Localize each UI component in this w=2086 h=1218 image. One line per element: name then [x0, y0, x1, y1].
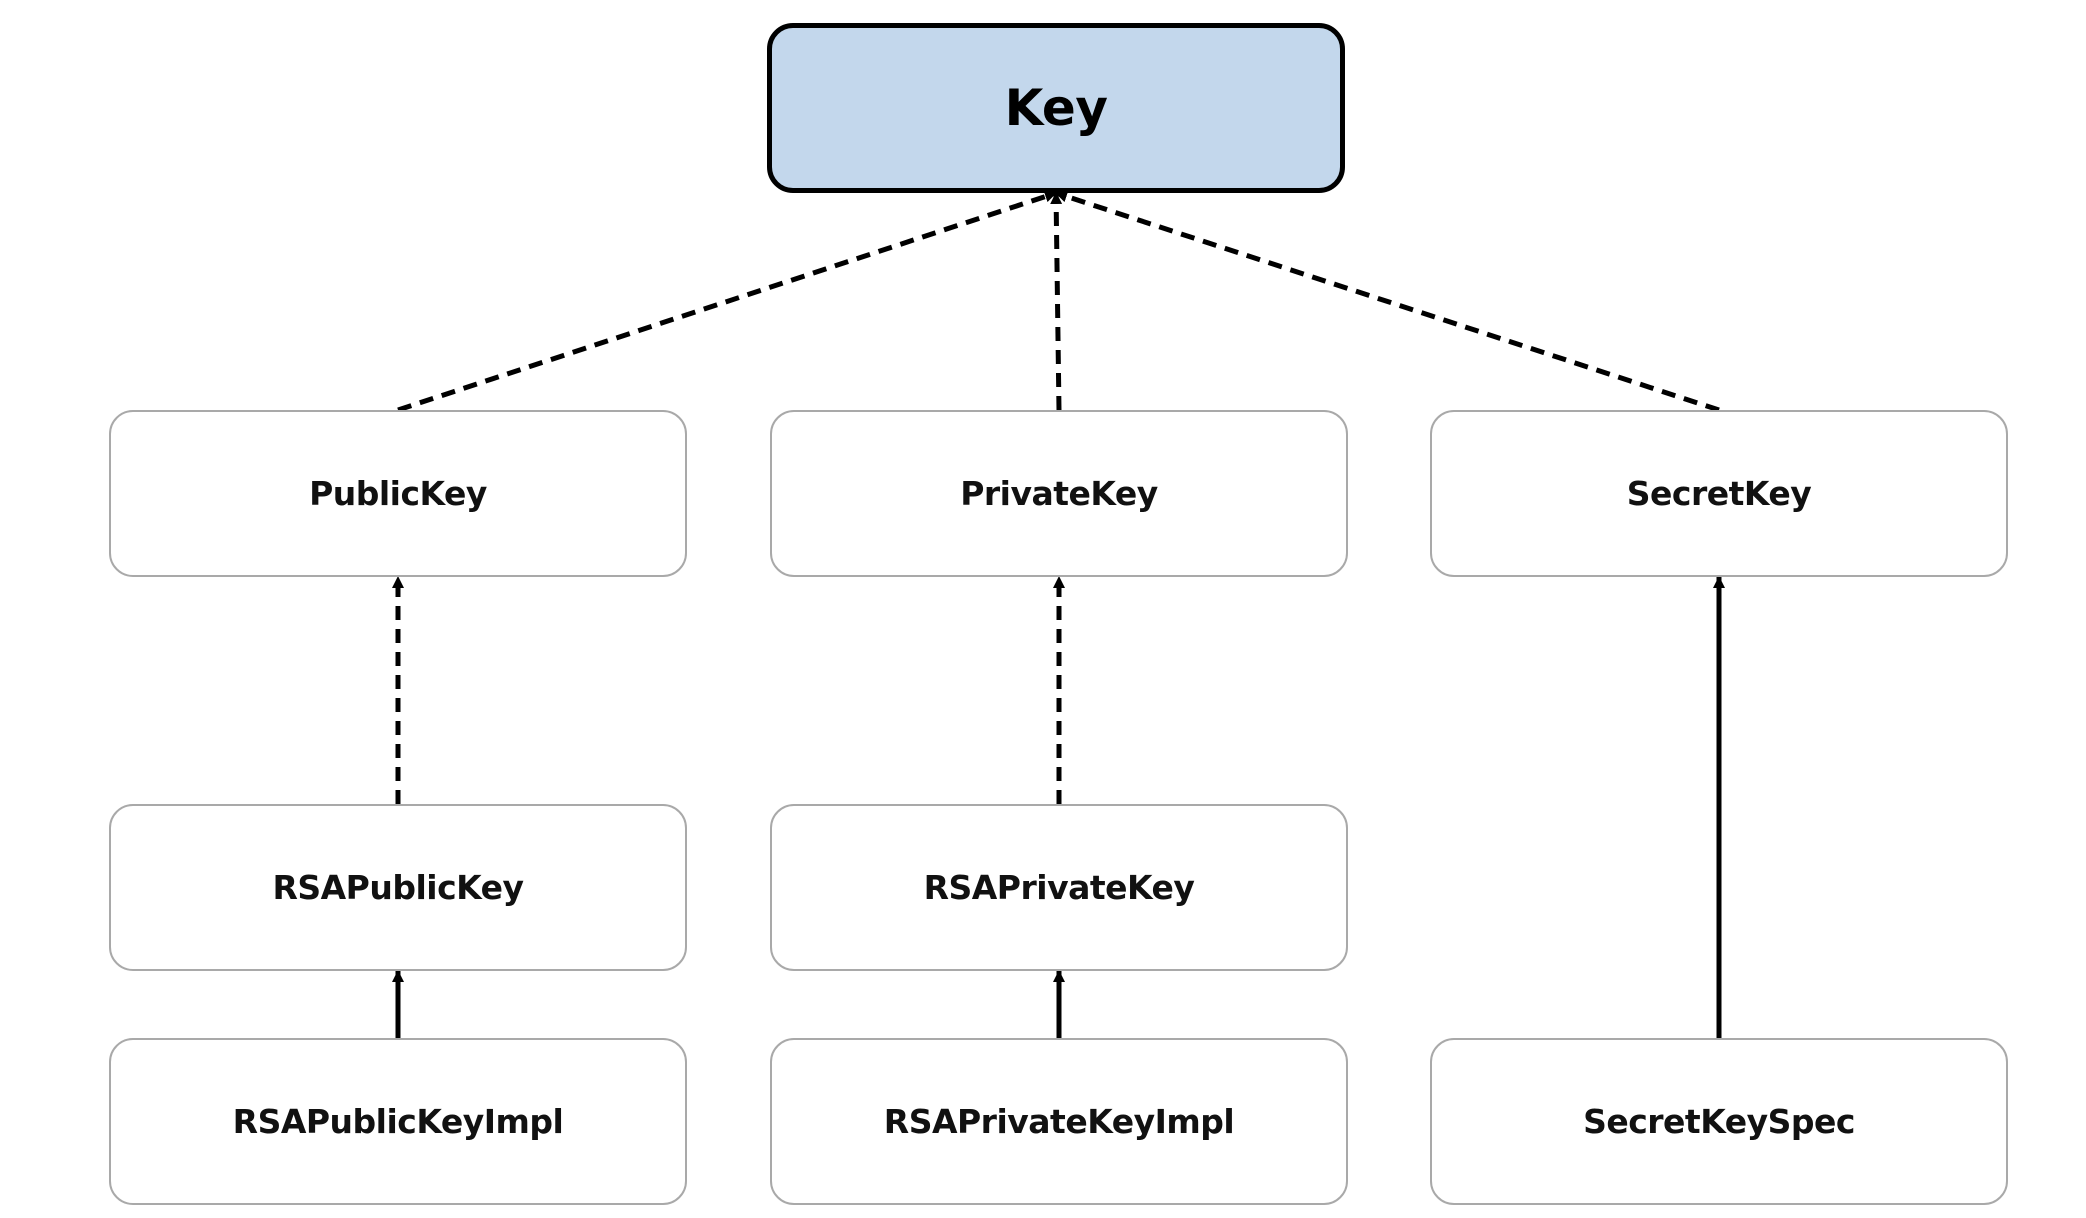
node-rsa-private-key: RSAPrivateKey — [770, 804, 1348, 971]
node-label: SecretKey — [1626, 474, 1812, 513]
node-key: Key — [767, 23, 1345, 193]
node-label: PublicKey — [309, 474, 487, 513]
edge-public_key-to-key — [397, 190, 1057, 413]
node-public-key: PublicKey — [109, 410, 687, 577]
node-label: RSAPrivateKeyImpl — [883, 1102, 1235, 1141]
node-private-key: PrivateKey — [770, 410, 1348, 577]
node-label: SecretKeySpec — [1583, 1102, 1855, 1141]
node-rsa-private-key-impl: RSAPrivateKeyImpl — [770, 1038, 1348, 1205]
node-rsa-public-key-impl: RSAPublicKeyImpl — [109, 1038, 687, 1205]
edge-private_key-to-key — [1050, 192, 1063, 411]
node-label: PrivateKey — [960, 474, 1158, 513]
node-label: RSAPrivateKey — [923, 868, 1195, 907]
edge-secret_key-to-key — [1055, 190, 1720, 413]
node-rsa-public-key: RSAPublicKey — [109, 804, 687, 971]
node-label: RSAPublicKeyImpl — [232, 1102, 564, 1141]
node-label: Key — [1004, 79, 1108, 137]
node-secret-key: SecretKey — [1430, 410, 2008, 577]
node-label: RSAPublicKey — [272, 868, 524, 907]
node-secret-key-spec: SecretKeySpec — [1430, 1038, 2008, 1205]
